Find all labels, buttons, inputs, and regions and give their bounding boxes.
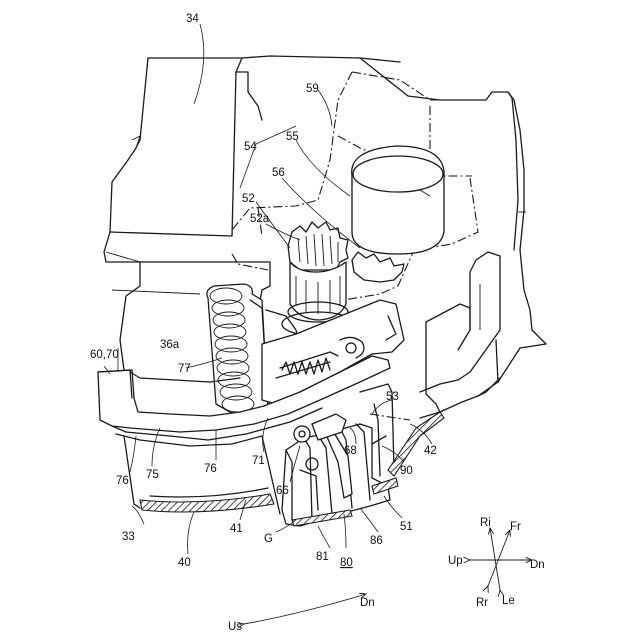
dir-le: Le bbox=[502, 595, 515, 607]
label-54: 54 bbox=[244, 141, 257, 153]
label-G: G bbox=[264, 533, 273, 545]
motor-55 bbox=[352, 146, 444, 254]
label-68: 68 bbox=[344, 445, 357, 457]
label-55: 55 bbox=[286, 131, 299, 143]
rotation-arc bbox=[244, 594, 366, 624]
dir-ri: Ri bbox=[480, 517, 491, 529]
label-76-left: 76 bbox=[116, 475, 129, 487]
label-34: 34 bbox=[186, 13, 199, 25]
label-51: 51 bbox=[400, 521, 413, 533]
label-86: 86 bbox=[370, 535, 383, 547]
label-40: 40 bbox=[178, 557, 191, 569]
label-77: 77 bbox=[178, 363, 191, 375]
label-59: 59 bbox=[306, 83, 319, 95]
arc-dn: Dn bbox=[360, 597, 375, 609]
label-56: 56 bbox=[272, 167, 285, 179]
label-66: 66 bbox=[276, 485, 289, 497]
orientation-cross bbox=[470, 528, 532, 590]
dir-rr: Rr bbox=[476, 597, 488, 609]
label-42: 42 bbox=[424, 445, 437, 457]
dir-dn: Dn bbox=[530, 559, 545, 571]
spring-stack-77 bbox=[207, 284, 268, 418]
arc-us: Us bbox=[228, 621, 242, 633]
label-76-right: 76 bbox=[204, 463, 217, 475]
reference-labels: 34 59 55 54 56 52 52a 60,70 36a 77 53 68… bbox=[90, 13, 545, 633]
label-36a: 36a bbox=[160, 339, 180, 351]
label-75: 75 bbox=[146, 469, 159, 481]
label-33: 33 bbox=[122, 531, 135, 543]
label-52a: 52a bbox=[250, 213, 270, 225]
label-90: 90 bbox=[400, 465, 413, 477]
label-53: 53 bbox=[386, 391, 399, 403]
label-41: 41 bbox=[230, 523, 243, 535]
dir-fr: Fr bbox=[510, 521, 521, 533]
label-81: 81 bbox=[316, 551, 329, 563]
label-60-70: 60,70 bbox=[90, 349, 119, 361]
label-52: 52 bbox=[242, 193, 255, 205]
dir-up: Up bbox=[448, 555, 463, 567]
label-80: 80 bbox=[340, 557, 353, 569]
right-panel bbox=[420, 252, 500, 418]
label-71: 71 bbox=[252, 455, 265, 467]
actuator-80 bbox=[282, 414, 390, 526]
